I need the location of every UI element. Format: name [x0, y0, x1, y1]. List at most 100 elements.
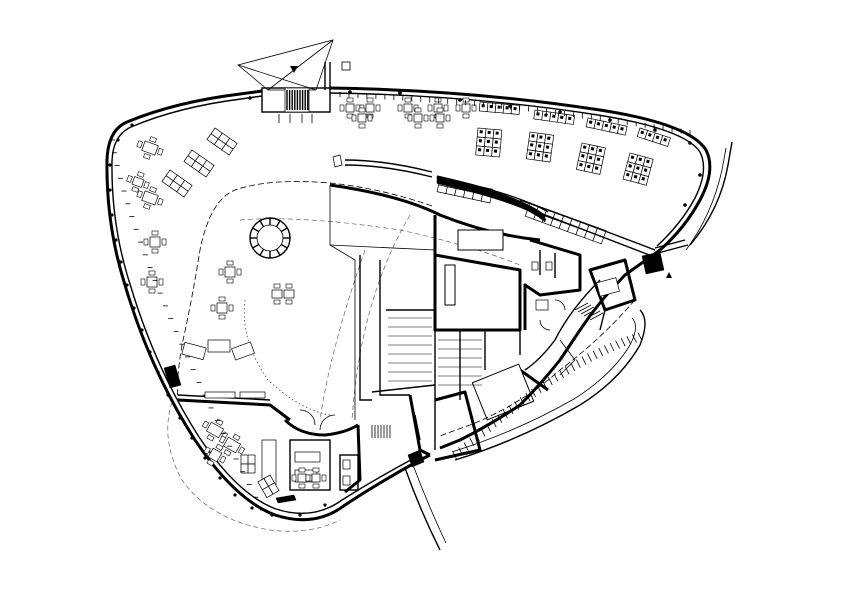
atrium-balcony-edge: [177, 181, 433, 401]
table: [207, 447, 223, 463]
service-room: [434, 390, 482, 462]
monitor: [477, 148, 482, 152]
monitor: [486, 139, 490, 144]
west-desks: [204, 391, 266, 399]
cafe-table: [429, 107, 451, 129]
chair: [210, 304, 216, 312]
desk-divider: [263, 478, 269, 487]
monitor: [628, 164, 632, 168]
ramp-step: [615, 340, 620, 349]
facade-column: [398, 91, 402, 95]
monitor: [560, 115, 564, 119]
monitor: [487, 130, 491, 135]
ramp-step: [559, 369, 564, 378]
ramp-step: [542, 380, 548, 390]
ramp-step: [581, 356, 587, 365]
ramp-step: [632, 334, 637, 343]
ramp-step: [463, 442, 469, 451]
ramp-step: [536, 384, 542, 394]
pavilion-column: [280, 243, 288, 249]
stair-treads: [286, 90, 309, 110]
chair: [358, 123, 366, 129]
monitor: [646, 159, 650, 164]
triangle-down-icon: [290, 66, 298, 73]
chair: [236, 268, 242, 276]
chair: [226, 260, 234, 266]
chair: [232, 433, 241, 441]
desk-divider: [202, 165, 211, 172]
monitor: [596, 122, 601, 126]
chair: [228, 304, 234, 312]
ramp-step: [497, 414, 503, 423]
main-entrance: [237, 39, 351, 123]
ramp-step: [491, 419, 497, 428]
chair: [161, 238, 167, 246]
chair: [151, 230, 159, 236]
west-stair: [371, 425, 391, 438]
ramp-step: [575, 359, 581, 368]
desk-cluster: [206, 127, 238, 156]
monitor: [544, 154, 549, 158]
stair-core: [379, 260, 410, 396]
chair: [407, 114, 413, 122]
facade-column: [203, 456, 207, 460]
chair: [140, 278, 146, 286]
desk-divider: [544, 215, 554, 220]
workstation-island: [475, 127, 503, 158]
east-entrance: [404, 141, 733, 551]
access-path: [689, 141, 733, 246]
chair: [151, 248, 159, 254]
facade-column: [110, 213, 114, 217]
pavilion-column: [252, 243, 260, 249]
chair: [226, 278, 234, 284]
monitor: [536, 153, 541, 157]
chair: [237, 446, 246, 455]
ramp-step: [547, 376, 553, 386]
monitor: [594, 166, 599, 170]
table: [345, 103, 355, 113]
table: [365, 103, 375, 113]
triangle-up-icon: [666, 272, 672, 278]
central-block: [329, 183, 549, 462]
desk-cluster: [240, 454, 256, 474]
table: [403, 103, 413, 113]
atrium-void-outline: [239, 218, 521, 266]
ramp-step: [587, 353, 592, 362]
study-table: [136, 186, 164, 210]
facade-column: [508, 104, 512, 108]
west-wing: [163, 364, 425, 504]
chair: [312, 483, 320, 489]
table: [311, 473, 321, 483]
chair: [143, 153, 151, 160]
desk-divider: [195, 160, 203, 167]
monitor: [495, 131, 499, 135]
monitor: [545, 145, 550, 149]
workstation-island: [525, 131, 555, 163]
facade-column: [156, 370, 160, 374]
wc: [531, 261, 539, 271]
workstation-island: [533, 109, 576, 125]
ramp-step: [458, 447, 463, 456]
stair-tread: [577, 304, 592, 313]
chair: [298, 483, 306, 489]
chair: [321, 474, 327, 482]
drop-off-curve: [404, 467, 441, 551]
cafe-table: [455, 97, 477, 119]
study-table: [218, 433, 246, 457]
chair: [143, 238, 149, 246]
monitor: [530, 143, 534, 147]
desk-divider: [165, 175, 174, 182]
counter: [444, 264, 456, 306]
chair: [201, 420, 210, 429]
monitor: [544, 113, 548, 117]
monitor: [547, 136, 551, 140]
monitor: [493, 149, 498, 153]
chair: [397, 104, 403, 112]
facade-column: [116, 138, 120, 142]
monitor: [655, 135, 660, 140]
ramp-step: [637, 332, 643, 341]
facade-column: [114, 238, 118, 242]
wc: [545, 261, 553, 271]
chair: [218, 314, 226, 320]
ramp-step: [553, 373, 559, 382]
